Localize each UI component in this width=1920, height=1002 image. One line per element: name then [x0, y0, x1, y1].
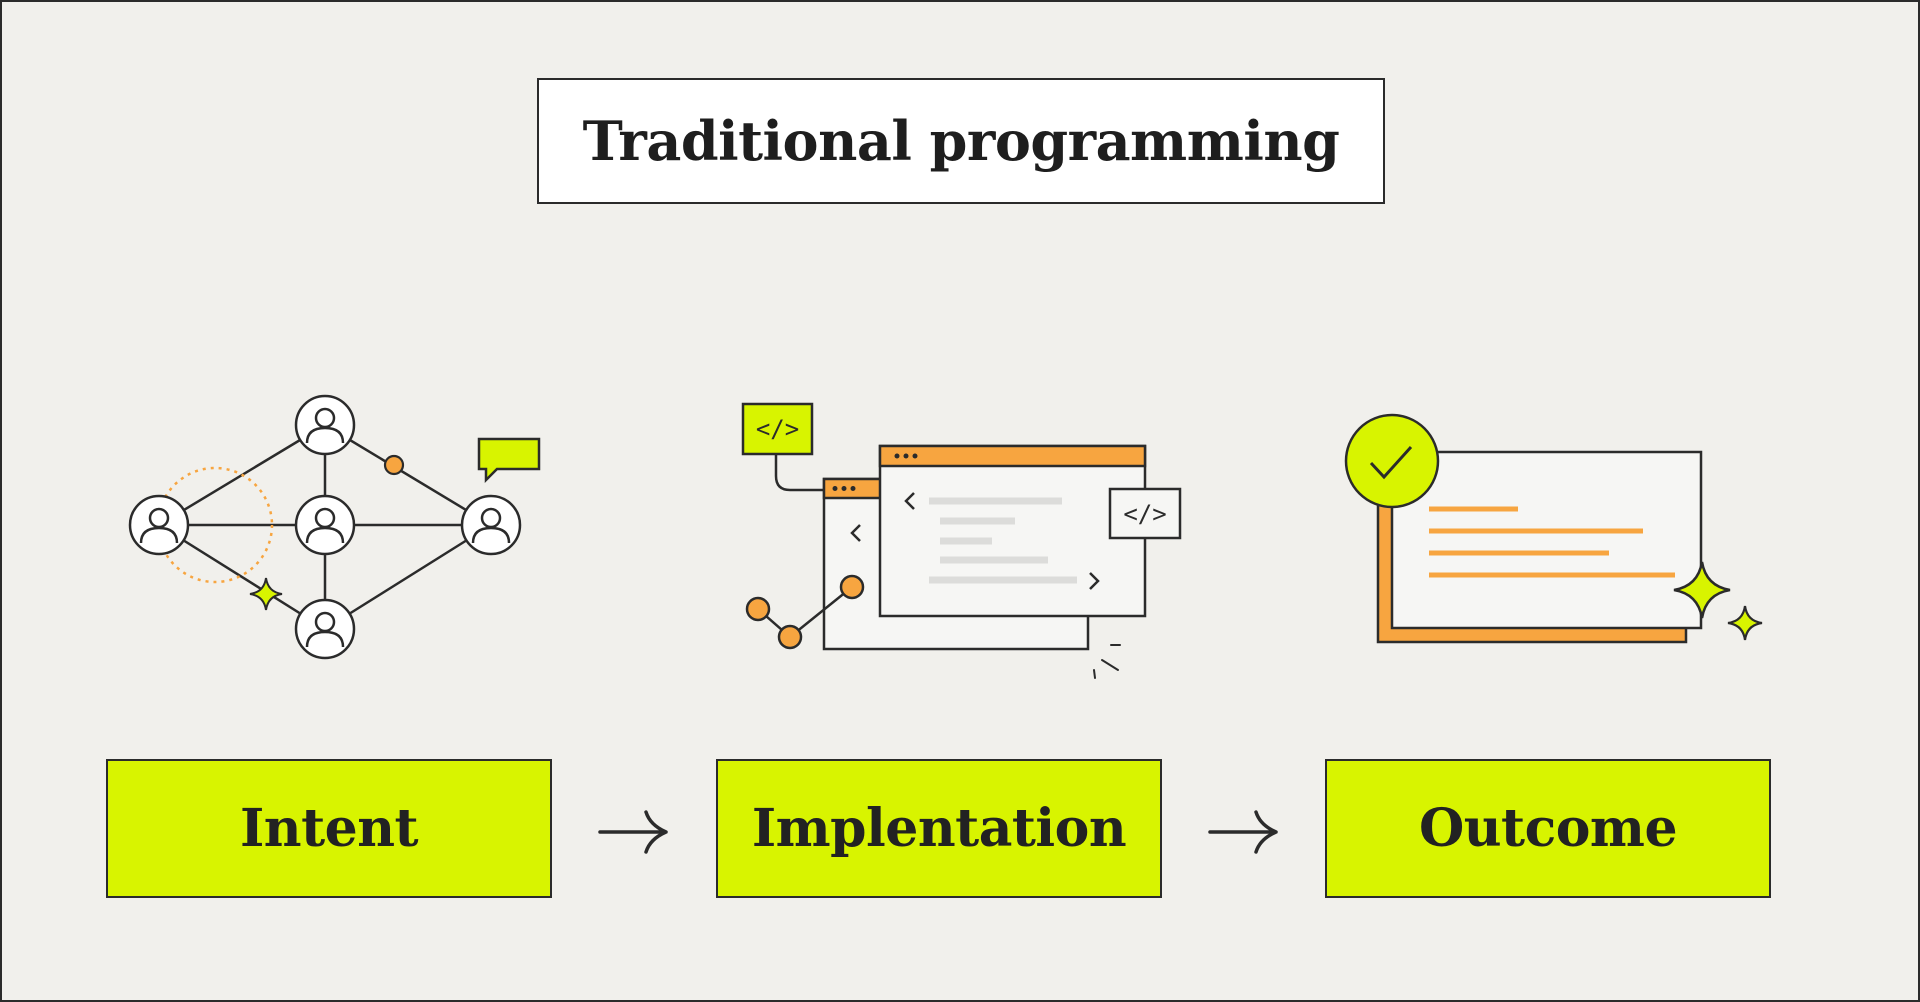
arrow-right-icon [1208, 810, 1278, 854]
step-outcome-label: Outcome [1418, 798, 1678, 859]
diagram-title: Traditional programming [582, 109, 1340, 173]
step-outcome-box: Outcome [1325, 759, 1771, 898]
svg-text:</>: </> [756, 415, 799, 443]
step-intent-label: Intent [239, 798, 419, 859]
code-window-icon: </> </> [741, 402, 1182, 679]
user-network-icon [128, 394, 541, 660]
step-implementation-box: Implentation [716, 759, 1162, 898]
arrow-right-icon [598, 810, 668, 854]
svg-text:</>: </> [1123, 500, 1166, 528]
check-document-icon [1344, 413, 1763, 644]
title-box: Traditional programming [537, 78, 1385, 204]
step-intent-box: Intent [106, 759, 552, 898]
step-implementation-label: Implentation [751, 798, 1127, 859]
